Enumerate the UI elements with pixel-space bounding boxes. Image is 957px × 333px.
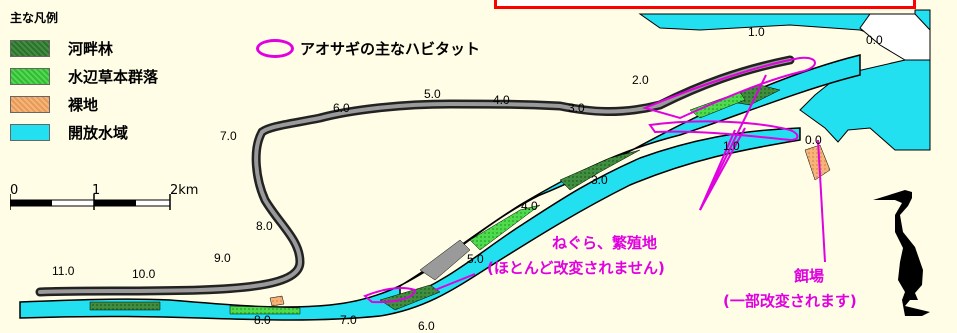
legend-swatch-water — [10, 123, 50, 141]
km-label: 0.0 — [866, 33, 883, 47]
habitat-label: アオサギの主なハビタット — [300, 40, 481, 58]
legend-item-bare: 裸地 — [10, 94, 98, 114]
km-label: 4.0 — [493, 93, 510, 107]
heron-icon — [873, 190, 930, 316]
legend-item-habitat: アオサギの主なハビタット — [256, 38, 480, 59]
km-label: 11.0 — [52, 264, 75, 278]
km-label: 6.0 — [333, 101, 350, 115]
scale-label: 2km — [170, 183, 199, 198]
legend-item-forest: 河畔林 — [10, 38, 113, 58]
feeding-annotation-line1: 餌場 — [794, 267, 825, 285]
km-label: 5.0 — [467, 252, 484, 266]
km-label: 1.0 — [748, 25, 765, 39]
km-label: 1.0 — [723, 139, 740, 153]
roost-pointer-line — [699, 129, 736, 211]
roost-pointer-line — [699, 74, 767, 211]
feeding-pointer-line — [817, 139, 826, 263]
scale-label: 0 — [10, 183, 19, 198]
legend-swatch-grass — [10, 67, 50, 85]
feeding-annotation-line2: (一部改変されます) — [723, 292, 857, 310]
roost-pointer-line — [434, 273, 476, 291]
gray-sandbar — [419, 239, 471, 281]
km-label: 8.0 — [256, 219, 273, 233]
km-label: 5.0 — [424, 87, 441, 101]
bare-patch — [804, 144, 831, 181]
scale-label: 1 — [92, 183, 101, 198]
forest-patch — [89, 301, 161, 311]
km-label: 0.0 — [805, 133, 822, 147]
km-label: 3.0 — [568, 101, 585, 115]
upper-loop-inner — [38, 58, 792, 294]
right-bank-land — [859, 13, 931, 61]
grass-patch — [229, 305, 301, 315]
km-label: 6.0 — [418, 319, 435, 333]
roost-annotation-line2: (ほとんど改変されません) — [487, 259, 665, 277]
km-label: 9.0 — [214, 251, 231, 265]
legend-label: 水辺草本群落 — [68, 67, 159, 86]
legend-swatch-bare — [10, 95, 50, 113]
legend-label: 裸地 — [68, 95, 99, 114]
scale-bar: 0 1 2km — [10, 183, 198, 216]
habitat-ellipse-icon — [256, 39, 294, 58]
km-label: 4.0 — [521, 199, 538, 213]
km-label: 7.0 — [340, 313, 357, 327]
habitat-outline — [363, 286, 417, 304]
legend-label: 開放水域 — [68, 123, 129, 142]
legend-swatch-forest — [10, 39, 50, 57]
legend-item-water: 開放水域 — [10, 122, 128, 142]
scale-bar-graphic — [10, 194, 171, 210]
habitat-outline — [648, 120, 799, 142]
habitat-outline — [641, 56, 816, 120]
km-label: 8.0 — [254, 313, 271, 327]
km-label: 7.0 — [220, 129, 237, 143]
roost-annotation-line1: ねぐら、繁殖地 — [552, 234, 658, 252]
legend-title: 主な凡例 — [10, 11, 59, 25]
title-frame — [494, 0, 916, 9]
forest-patch — [559, 149, 641, 191]
grass-patch — [469, 204, 541, 251]
km-label: 10.0 — [132, 267, 156, 281]
bare-patch — [269, 295, 285, 307]
km-label: 3.0 — [591, 173, 608, 187]
km-label: 2.0 — [632, 73, 649, 87]
legend-item-grass: 水辺草本群落 — [10, 66, 158, 86]
legend-label: 河畔林 — [68, 39, 114, 58]
